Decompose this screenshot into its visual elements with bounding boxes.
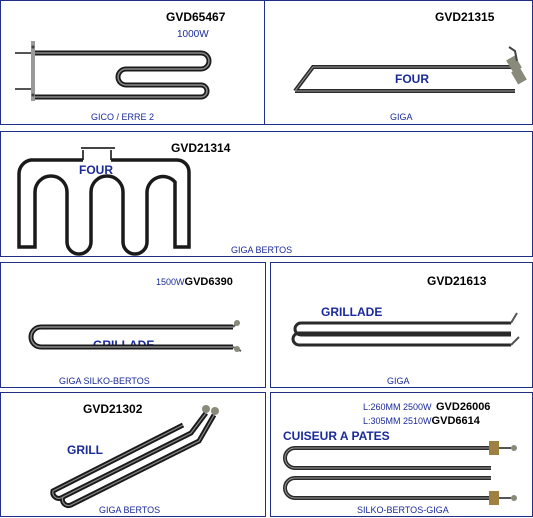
heating-element-image <box>28 320 242 352</box>
product-brand: GIGA BERTOS <box>231 245 293 255</box>
product-code: GVD6614 <box>431 415 480 427</box>
product-brand: GIGA <box>387 376 410 386</box>
product-spec: L:305MM 2510W <box>363 416 432 426</box>
product-code: GVD65467 <box>166 10 226 24</box>
product-code: GVD21314 <box>171 141 231 155</box>
heating-element-image <box>50 405 219 509</box>
product-cell-gvd21315[interactable]: GVD21315 FOUR GIGA <box>264 0 533 125</box>
product-cell-gvd26006-gvd6614[interactable]: L:260MM 2500W GVD26006 L:305MM 2510WGVD6… <box>270 392 533 517</box>
product-cell-gvd6390[interactable]: 1500WGVD6390 GRILLADE GIGA SILKO-BERTOS <box>0 262 266 388</box>
product-category: GRILL <box>67 443 103 457</box>
product-brand: GIGA SILKO-BERTOS <box>59 376 150 386</box>
product-cell-gvd65467[interactable]: GVD65467 1000W GICO / ERRE 2 <box>0 0 265 125</box>
product-cell-gvd21314[interactable]: GVD21314 FOUR GIGA BERTOS <box>0 131 533 257</box>
product-code-line-1: L:260MM 2500W GVD26006 <box>363 397 490 415</box>
heating-element-image <box>293 46 527 93</box>
product-category: GRILLADE <box>321 305 383 319</box>
product-code-line: 1500WGVD6390 <box>156 272 233 290</box>
product-brand: SILKO-BERTOS-GIGA <box>357 505 449 515</box>
product-cell-gvd21302[interactable]: GVD21302 GRILL GIGA BERTOS <box>0 392 266 517</box>
product-code-line-2: L:305MM 2510WGVD6614 <box>363 411 480 429</box>
product-spec: 1000W <box>177 29 209 40</box>
product-code: GVD21315 <box>435 10 495 24</box>
product-spec: L:260MM 2500W <box>363 402 432 412</box>
heating-element-image <box>17 147 191 256</box>
product-category: FOUR <box>395 72 429 86</box>
product-code: GVD6390 <box>184 276 233 288</box>
product-category: FOUR <box>79 163 113 177</box>
product-spec: 1500W <box>156 277 185 287</box>
product-code: GVD26006 <box>436 401 491 413</box>
heating-element-image <box>15 41 212 101</box>
heating-element-image <box>283 441 517 505</box>
product-brand: GICO / ERRE 2 <box>91 112 155 122</box>
product-brand: GIGA BERTOS <box>99 505 161 515</box>
product-category: CUISEUR A PATES <box>283 429 390 443</box>
product-cell-gvd21613[interactable]: GVD21613 GRILLADE GIGA <box>270 262 533 388</box>
heating-element-image <box>291 312 520 347</box>
product-code: GVD21613 <box>427 274 487 288</box>
product-brand: GIGA <box>390 112 413 122</box>
product-code: GVD21302 <box>83 402 143 416</box>
